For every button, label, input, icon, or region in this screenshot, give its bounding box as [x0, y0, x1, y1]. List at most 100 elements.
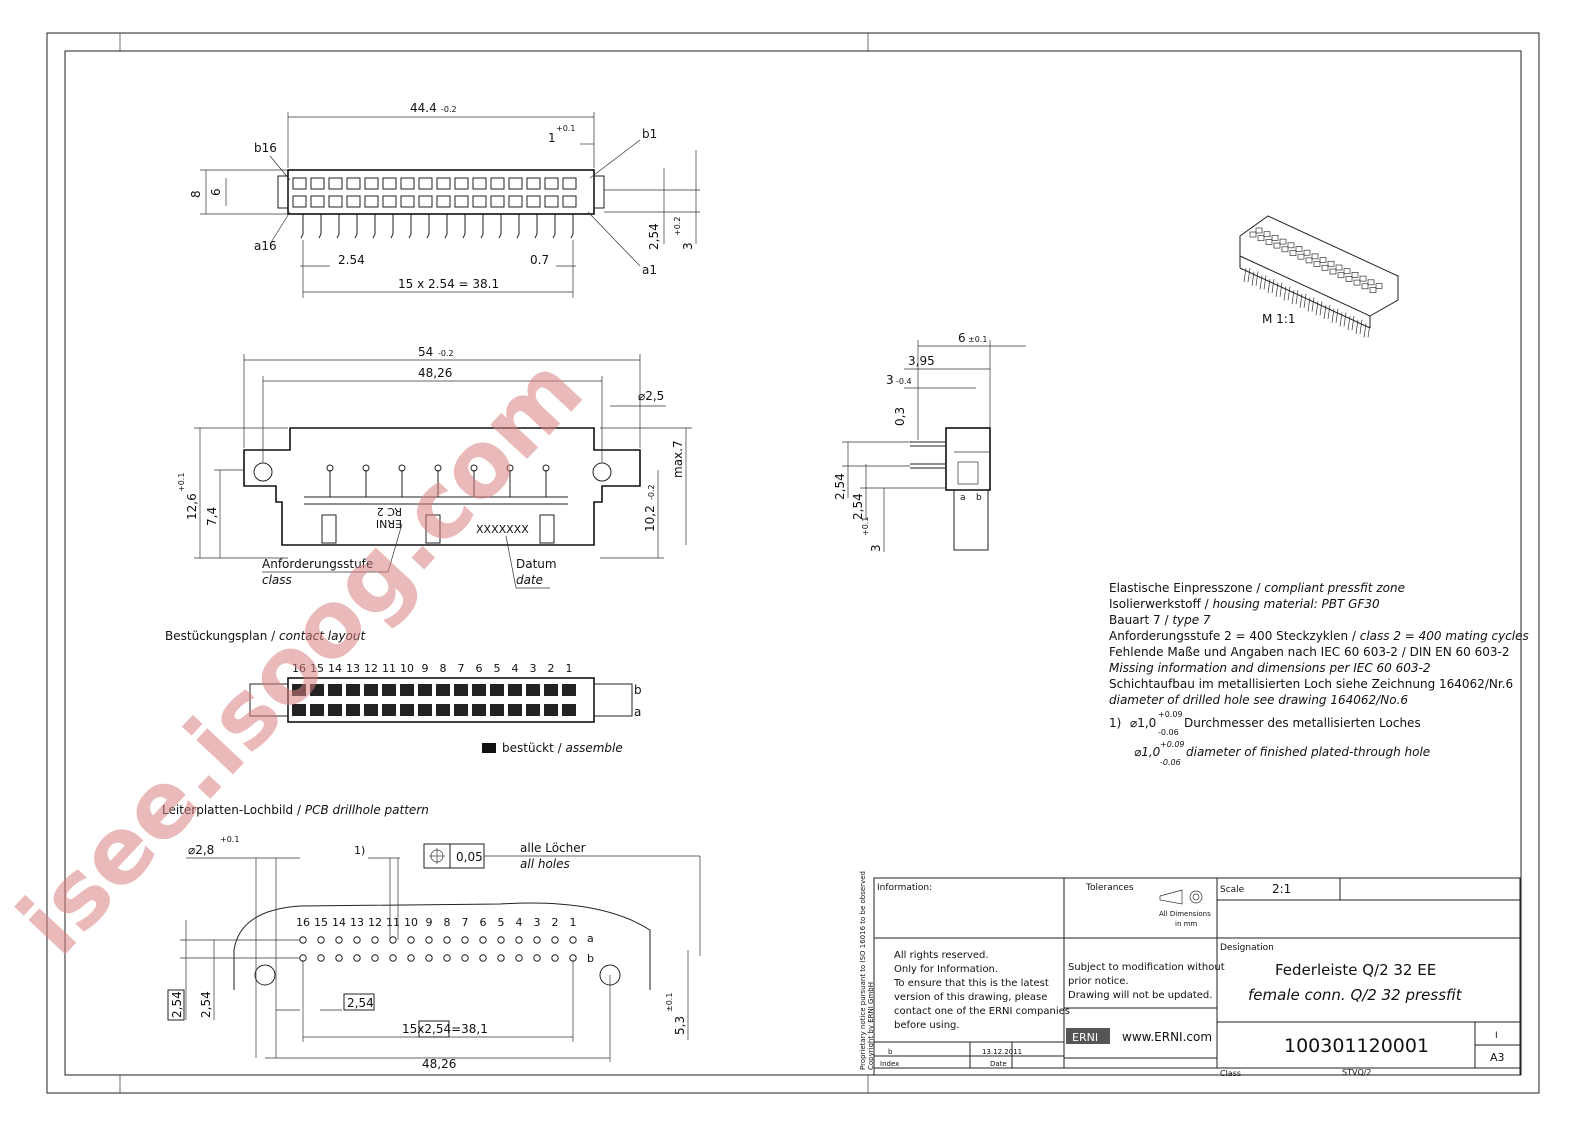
contact-cell-b: [562, 177, 577, 190]
outer-frame: [46, 32, 1540, 1094]
iso-cell: [1281, 246, 1289, 253]
layout-number: 6: [476, 662, 483, 675]
pcb-hole-a: [461, 936, 469, 944]
side-dim-03: 0,3: [893, 407, 907, 426]
iso-pin: [1339, 312, 1343, 327]
iso-pin: [1275, 282, 1279, 297]
side-dim-3b-tol: +0.1: [861, 517, 870, 536]
dim-3: 3: [681, 242, 695, 250]
pcb-hole-b: [371, 954, 379, 962]
layout-cells: [292, 684, 576, 716]
layout-cell-b: [310, 684, 324, 696]
layout-number: 2: [548, 662, 555, 675]
pin: [570, 214, 574, 239]
dim-max7: max.7: [671, 440, 685, 478]
contact-cell-b: [508, 177, 523, 190]
footnote-tol-plus: +0.09: [1158, 710, 1183, 719]
contact-cells-top: [292, 177, 577, 208]
iso-cell: [1295, 246, 1303, 252]
rights-line: All rights reserved.: [894, 950, 989, 961]
contact-cell-b: [310, 177, 325, 190]
layout-cell-b: [436, 684, 450, 696]
iso-pin: [1243, 267, 1247, 283]
layout-cell-b: [562, 684, 576, 696]
layout-cell-a: [508, 704, 522, 716]
pcb-hole-b: [461, 954, 469, 962]
pcb-hole-a: [551, 936, 559, 944]
iso-contact-cells: [1249, 227, 1383, 293]
layout-cell-b: [382, 684, 396, 696]
iso-cell: [1271, 235, 1279, 241]
dim-102-tol: -0.2: [647, 484, 656, 500]
iso-cell: [1265, 239, 1273, 245]
iso-cell: [1279, 238, 1287, 245]
dim-1: 1: [548, 131, 556, 145]
layout-number: 16: [292, 662, 306, 675]
watermark: isee.isoog.com: [0, 337, 603, 975]
pcb-hole-a: [389, 936, 397, 944]
contact-cell-a: [472, 195, 487, 208]
svg-text:Isolierwerkstoff / housing mat: Isolierwerkstoff / housing material: PBT…: [1109, 597, 1380, 611]
contact-cell-a: [328, 195, 343, 208]
rights-line: Only for Information.: [894, 964, 998, 975]
contact-cell-a: [526, 195, 541, 208]
pin: [318, 214, 322, 239]
layout-number: 13: [346, 662, 360, 675]
marking-date: XXXXXXX: [476, 523, 529, 536]
svg-text:Elastische Einpresszone / comp: Elastische Einpresszone / compliant pres…: [1109, 581, 1405, 595]
layout-cell-b: [472, 684, 486, 696]
dim-4826: 48,26: [418, 366, 452, 380]
connector-body-front: [243, 427, 641, 546]
assemble-legend: bestückt / assemble: [502, 741, 623, 755]
pin: [354, 214, 358, 239]
iso-cell: [1255, 227, 1263, 234]
front-contact-head: [398, 464, 406, 472]
mounting-hole-right: [592, 462, 612, 482]
side-label-b: b: [976, 493, 982, 503]
iso-cell: [1369, 287, 1377, 293]
pcb-hole-b: [443, 954, 451, 962]
footnote-text-en: diameter of finished plated-through hole: [1186, 745, 1430, 759]
tolerances-label: Tolerances: [1085, 883, 1134, 893]
pcb-hole-b: [389, 954, 397, 962]
svg-text:Bauart 7 / type 7: Bauart 7 / type 7: [1109, 613, 1211, 627]
iso-pin: [1283, 286, 1287, 301]
contact-cell-a: [400, 195, 415, 208]
iso-cell: [1305, 257, 1313, 264]
side-dim-3: 3: [886, 373, 894, 387]
layout-number: 11: [382, 662, 396, 675]
footnote-ref: 1): [1109, 716, 1121, 730]
side-dim-254b: 2,54: [851, 493, 865, 520]
pcb-number: 11: [386, 916, 400, 929]
iso-cell: [1327, 260, 1335, 267]
note-line3-de: Bauart 7 /: [1109, 613, 1172, 627]
iso-connector-body: [1239, 215, 1399, 317]
dim-8: 8: [189, 190, 203, 198]
pin: [336, 214, 340, 239]
dim-254-right: 2,54: [647, 223, 661, 250]
pcb-dim-254-row: 2,54: [347, 996, 374, 1010]
notes: Elastische Einpresszone / compliant pres…: [1109, 581, 1529, 767]
contact-cell-b: [490, 177, 505, 190]
scale-value: 2:1: [1272, 882, 1291, 896]
contact-cell-a: [436, 195, 451, 208]
pcb-dim-hole-tol: +0.1: [220, 835, 239, 844]
pcb-number: 1: [570, 916, 577, 929]
iso-view: M 1:1: [1239, 215, 1399, 338]
iso-pin: [1319, 301, 1323, 316]
front-contact-head: [506, 464, 514, 472]
pcb-hole-a: [317, 936, 325, 944]
subject-line: Subject to modification without: [1068, 962, 1225, 973]
iso-scale: M 1:1: [1262, 312, 1295, 326]
note-line1-de: Elastische Einpresszone /: [1109, 581, 1264, 595]
iso-cell: [1361, 283, 1369, 290]
dim-126-tol: +0.1: [177, 473, 186, 492]
contact-cell-b: [400, 177, 415, 190]
pin: [498, 214, 502, 239]
layout-number: 4: [512, 662, 519, 675]
contact-cell-a: [382, 195, 397, 208]
layout-cell-b: [328, 684, 342, 696]
index-label: Index: [880, 1060, 899, 1068]
